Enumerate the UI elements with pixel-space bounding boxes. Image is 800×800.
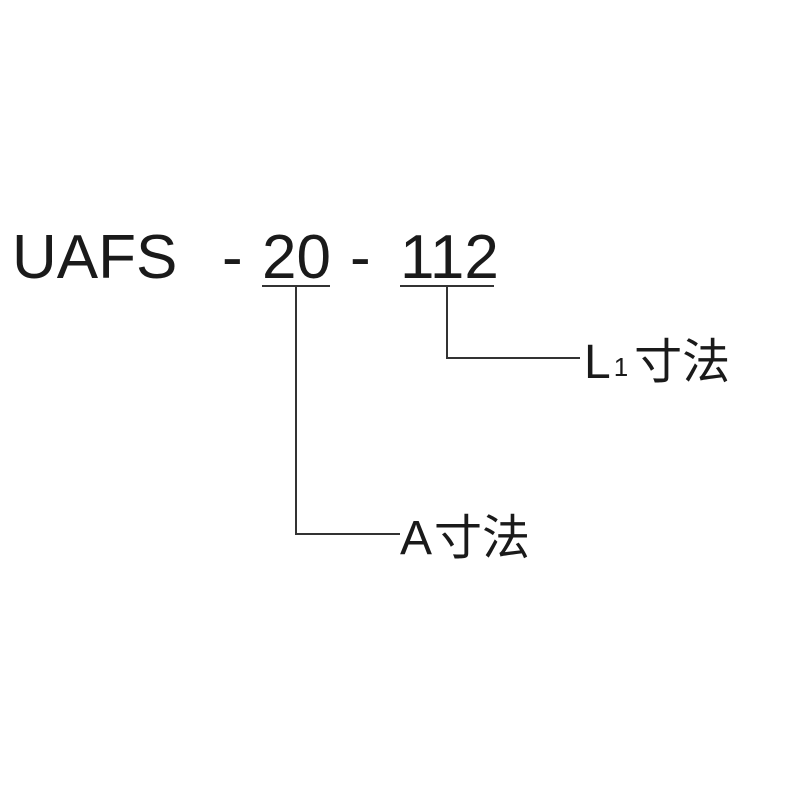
a-leader-line <box>295 286 400 535</box>
dim-a-value: 20 <box>262 223 331 292</box>
part-separator-2: - <box>350 223 371 292</box>
part-number: UAFS - 20 - 112 <box>12 223 499 292</box>
dim-l1-value: 112 <box>400 223 499 292</box>
l1-label-subscript: 1 <box>614 352 628 382</box>
a-dimension-label: A寸法 <box>400 512 530 565</box>
a-label-suffix: 寸法 <box>434 512 530 565</box>
part-separator-1: - <box>222 223 243 292</box>
l1-leader-line <box>446 286 580 359</box>
part-prefix: UAFS <box>12 223 177 292</box>
l1-label-letter: L <box>584 336 611 389</box>
svg-text:A寸法: A寸法 <box>400 512 530 565</box>
a-label-letter: A <box>400 512 432 565</box>
l1-label-suffix: 寸法 <box>634 336 730 389</box>
